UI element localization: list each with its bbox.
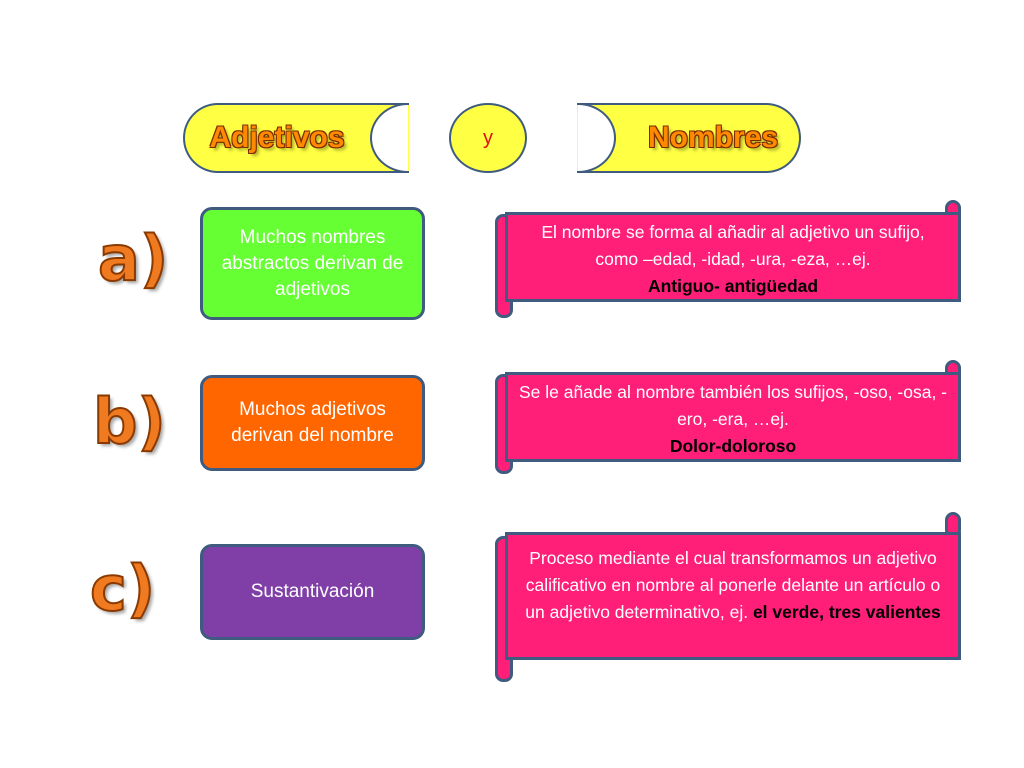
row-b-scroll-body: Se le añade al nombre también los sufijo… bbox=[505, 372, 961, 462]
adjetivos-label: Adjetivos bbox=[209, 121, 345, 154]
row-b-scroll: Se le añade al nombre también los sufijo… bbox=[495, 360, 963, 474]
row-a-scroll-body: El nombre se forma al añadir al adjetivo… bbox=[505, 212, 961, 302]
right-pill-notch bbox=[578, 103, 616, 173]
row-a-scroll-example: Antiguo- antigüedad bbox=[647, 276, 819, 296]
row-b-letter: b) bbox=[92, 384, 167, 459]
nombres-pill: Nombres bbox=[577, 103, 801, 173]
connector-circle: y bbox=[449, 103, 527, 173]
row-b-scroll-example: Dolor-doloroso bbox=[669, 436, 797, 456]
row-a-letter: a) bbox=[97, 221, 169, 296]
row-c-letter: c) bbox=[89, 551, 156, 626]
row-b-box-text: Muchos adjetivos derivan del nombre bbox=[231, 399, 394, 446]
row-a-box: Muchos nombres abstractos derivan de adj… bbox=[200, 207, 425, 320]
row-b-box: Muchos adjetivos derivan del nombre bbox=[200, 375, 425, 471]
row-c-scroll-example: el verde, tres valientes bbox=[752, 602, 941, 622]
nombres-label: Nombres bbox=[647, 121, 779, 154]
row-b-scroll-text: Se le añade al nombre también los sufijo… bbox=[519, 382, 947, 429]
row-c-scroll-body: Proceso mediante el cual transformamos u… bbox=[505, 532, 961, 660]
row-a-box-text: Muchos nombres abstractos derivan de adj… bbox=[221, 226, 404, 300]
row-c-box-text: Sustantivación bbox=[250, 581, 375, 602]
row-c-box: Sustantivación bbox=[200, 544, 425, 640]
row-c-scroll-text: Proceso mediante el cual transformamos u… bbox=[525, 548, 941, 622]
connector-label: y bbox=[483, 126, 493, 149]
row-a-scroll: El nombre se forma al añadir al adjetivo… bbox=[495, 200, 963, 318]
row-c-scroll: Proceso mediante el cual transformamos u… bbox=[495, 512, 963, 682]
row-a-scroll-text: El nombre se forma al añadir al adjetivo… bbox=[541, 222, 925, 269]
